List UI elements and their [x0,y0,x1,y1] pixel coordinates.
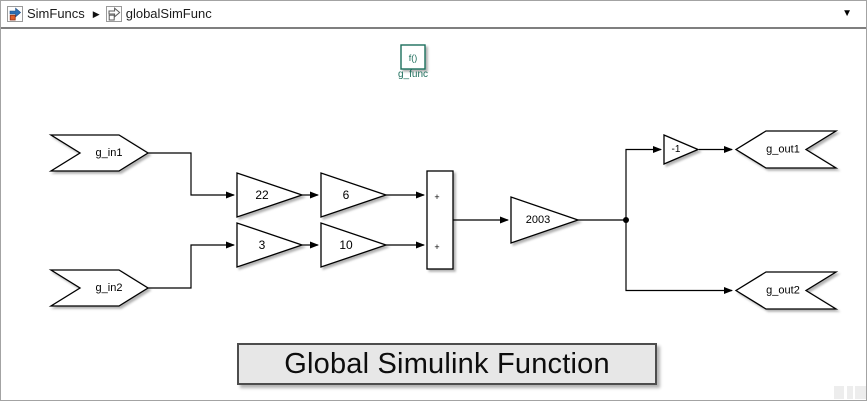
breadcrumb: SimFuncs ▶ globalSimFunc ▼ [1,1,866,29]
gain-block-2003[interactable]: 2003 [510,196,581,244]
outport-shape [734,271,839,310]
sum-plus-bottom: + [434,242,439,252]
signal-lines [148,146,733,294]
gain-shape [510,196,581,244]
breadcrumb-item-globalsimfunc[interactable]: globalSimFunc [105,1,212,27]
model-canvas[interactable]: f() g_func g_in1 g_in2 22 6 [1,29,866,400]
inport-block-g-in2[interactable]: g_in2 [48,269,150,307]
gain-value: 22 [255,188,269,202]
simulink-function-block[interactable]: f() g_func [398,44,428,80]
outport-block-g-out1[interactable]: g_out1 [734,130,839,169]
subsystem-icon [105,6,122,22]
signal-line-gin1-to-gain22[interactable] [148,152,235,199]
function-block-symbol: f() [409,53,418,63]
gain-value: 10 [339,238,353,252]
sum-shape [426,170,454,270]
breadcrumb-label-globalsimfunc: globalSimFunc [125,6,212,21]
gain-shape [320,222,389,268]
gain-shape [236,172,305,218]
signal-line-gin2-to-gain3[interactable] [148,241,235,289]
gain-block-6[interactable]: 6 [320,172,389,218]
gain-shape [663,134,700,165]
gain-block-22[interactable]: 22 [236,172,305,218]
signal-line-branch-to-gout2[interactable] [625,220,733,294]
gain-shape [320,172,389,218]
gain-shape [236,222,305,268]
breadcrumb-item-simfuncs[interactable]: SimFuncs [7,1,85,27]
gain-block-neg1[interactable]: -1 [663,134,700,165]
inport-label: g_in1 [96,147,123,159]
function-block-label: g_func [398,69,428,80]
breadcrumb-dropdown-icon[interactable]: ▼ [842,8,852,19]
outport-label: g_out1 [766,144,800,156]
inport-shape [48,134,150,172]
breadcrumb-separator-icon: ▶ [92,9,100,19]
annotation-title-text: Global Simulink Function [284,347,610,380]
simulink-model-icon [7,6,23,22]
gain-value: 3 [259,238,266,252]
outport-shape [734,130,839,169]
outport-block-g-out2[interactable]: g_out2 [734,271,839,310]
watermark-blocks [834,386,866,399]
block-diagram: f() g_func g_in1 g_in2 22 6 [48,44,866,399]
outport-label: g_out2 [766,285,800,297]
gain-block-3[interactable]: 3 [236,222,305,268]
gain-block-10[interactable]: 10 [320,222,389,268]
breadcrumb-label-simfuncs: SimFuncs [27,6,85,21]
inport-shape [48,269,150,307]
gain-value: 6 [343,188,350,202]
inport-label: g_in2 [96,282,123,294]
gain-value: 2003 [526,214,550,226]
annotation-title-box[interactable]: Global Simulink Function [237,343,657,385]
signal-line-branch-to-gainneg1[interactable] [625,146,662,221]
sum-block[interactable]: + + [426,170,454,270]
function-block-body [400,44,426,70]
sum-plus-top: + [434,192,439,202]
gain-value: -1 [672,144,681,155]
branch-point-dot [623,217,629,223]
inport-block-g-in1[interactable]: g_in1 [48,134,150,172]
